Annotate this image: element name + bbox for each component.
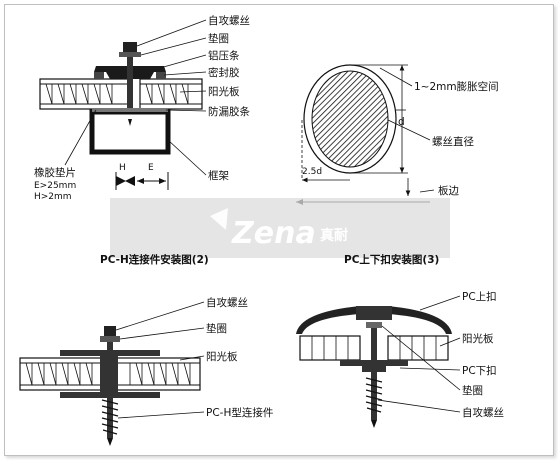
- screw-section: [311, 70, 389, 168]
- washer: [119, 52, 141, 57]
- gasket-left: [94, 72, 104, 79]
- watermark: Zena 真耐: [110, 198, 450, 258]
- label-pc-sheet: 阳光板: [208, 85, 240, 98]
- label-leak-proof-strip: 防漏胶条: [208, 105, 250, 118]
- label-expansion-gap: 1~2mm膨胀空间: [414, 80, 499, 93]
- screw-thread-bl: [101, 342, 119, 446]
- washer-bl: [100, 336, 120, 342]
- marker-h: H: [119, 163, 126, 173]
- pc-upper-clip: [296, 306, 452, 334]
- watermark-brand-cn: 真耐: [320, 227, 348, 244]
- screw-thread-br: [365, 328, 383, 428]
- watermark-logo-icon: [210, 208, 228, 230]
- rubber-pad: [92, 108, 168, 112]
- label-br-lower-clip: PC下扣: [462, 364, 497, 377]
- gasket-right: [156, 72, 166, 79]
- label-br-upper-clip: PC上扣: [462, 290, 497, 303]
- frame-section: [89, 109, 171, 155]
- caption-pc-h-connector: PC-H连接件安装图(2): [100, 253, 209, 266]
- image-frame: [4, 4, 554, 456]
- screw-shank: [127, 57, 133, 119]
- pc-panel-right: [139, 78, 203, 110]
- label-br-washer: 垫圈: [462, 384, 483, 397]
- diagram-bottom-right: PC上扣 阳光板 PC下扣 垫圈 自攻螺丝: [296, 290, 504, 428]
- label-sealant: 密封胶: [208, 66, 240, 79]
- marker-e: E: [148, 163, 154, 173]
- label-washer: 垫圈: [208, 32, 229, 45]
- watermark-brand: Zena: [231, 216, 316, 251]
- label-screw-diameter: 螺丝直径: [432, 135, 474, 148]
- label-dim-e: E>25mm: [34, 181, 76, 191]
- label-bl-connector: PC-H型连接件: [206, 406, 273, 419]
- dimension-marker: H E: [115, 163, 169, 190]
- clip-core: [356, 306, 392, 320]
- label-br-screw: 自攻螺丝: [462, 406, 504, 419]
- label-panel-edge: 板边: [438, 184, 459, 197]
- label-br-pc-sheet: 阳光板: [462, 332, 494, 345]
- diagram-bottom-left: 自攻螺丝 垫圈 阳光板 PC-H型连接件: [19, 296, 273, 446]
- diagram-top-left: 自攻螺丝 垫圈 铝压条 密封胶 阳光板 防漏胶条 框架 橡胶垫片 E>25mm …: [34, 14, 250, 202]
- label-bl-washer: 垫圈: [206, 322, 227, 335]
- screw-head: [123, 42, 137, 52]
- label-dim-h: H>2mm: [34, 192, 72, 202]
- label-bl-screw: 自攻螺丝: [206, 296, 248, 309]
- caption-pc-clip: PC上下扣安装图(3): [344, 253, 439, 266]
- pc-panel-left: [39, 78, 131, 110]
- washer-br: [366, 322, 382, 328]
- label-2-5d: 2.5d: [302, 167, 322, 177]
- label-aluminum-strip: 铝压条: [208, 49, 240, 62]
- diagram-top-right: 1~2mm膨胀空间 d 螺丝直径 2.5d 板边: [296, 64, 499, 205]
- label-d: d: [398, 116, 405, 128]
- screw-head-bl: [104, 326, 116, 336]
- label-rubber-pad: 橡胶垫片: [34, 166, 76, 179]
- label-bl-pc-sheet: 阳光板: [206, 350, 238, 363]
- label-self-tapping-screw: 自攻螺丝: [208, 14, 250, 27]
- label-frame: 框架: [208, 169, 229, 182]
